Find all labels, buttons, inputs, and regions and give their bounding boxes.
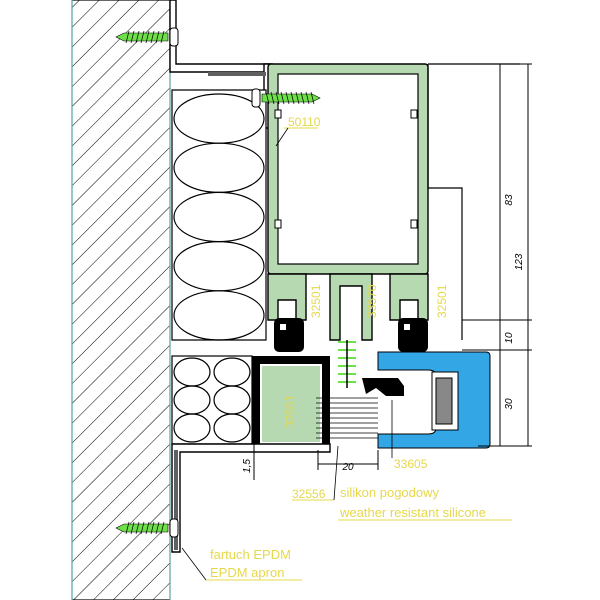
top-bracket-shadow — [208, 72, 266, 76]
dim-upper-height: 83 — [504, 194, 515, 206]
label-gasket-middle: 33570 — [365, 284, 379, 318]
label-gasket-right: 32501 — [435, 284, 449, 318]
wall-section — [71, 0, 171, 600]
label-main-profile: 50110 — [288, 115, 321, 129]
insulation-loop — [173, 413, 211, 443]
screw-top-icon — [115, 27, 179, 47]
screw-bottom-icon — [115, 518, 179, 538]
part-labels: 50110 32501 33570 32501 32551 33605 3255… — [275, 115, 449, 501]
dim-total-height: 123 — [514, 253, 525, 270]
note-silicone-pl: silikon pogodowy — [340, 485, 440, 500]
tape — [316, 397, 378, 439]
dim-offset: 1,5 — [242, 459, 253, 473]
label-tape: 32556 — [292, 487, 326, 501]
note-silicone-en: weather resistant silicone — [339, 505, 486, 520]
spring-gasket — [338, 340, 356, 388]
screw-mid-icon — [251, 88, 321, 108]
dim-glass-zone: 30 — [504, 398, 515, 410]
label-lower-profile: 32551 — [283, 394, 297, 428]
insulation-loop — [213, 413, 251, 443]
gaskets — [274, 318, 428, 396]
profile-legs — [267, 273, 429, 341]
lower-insulation — [171, 355, 253, 445]
insulation-loop — [173, 290, 265, 341]
bottom-bracket-fill — [174, 450, 178, 550]
notes: silikon pogodowy weather resistant silic… — [181, 485, 512, 581]
dim-gasket-gap: 10 — [504, 332, 515, 344]
main-profile — [267, 63, 429, 275]
lower-profile — [252, 356, 330, 452]
label-gasket-left: 32501 — [309, 284, 323, 318]
wall-frame-lines — [71, 0, 171, 600]
note-apron-en: EPDM apron — [210, 565, 284, 580]
dim-width: 20 — [341, 462, 354, 473]
note-apron-pl: fartuch EPDM — [210, 547, 291, 562]
dimension-lines — [253, 63, 532, 480]
upper-insulation — [171, 89, 267, 341]
bottom-angle-bracket — [171, 443, 331, 553]
label-bottom-gasket: 33605 — [394, 457, 428, 471]
glass — [377, 351, 491, 449]
dimension-texts: 83 123 10 30 20 1,5 — [242, 194, 525, 473]
